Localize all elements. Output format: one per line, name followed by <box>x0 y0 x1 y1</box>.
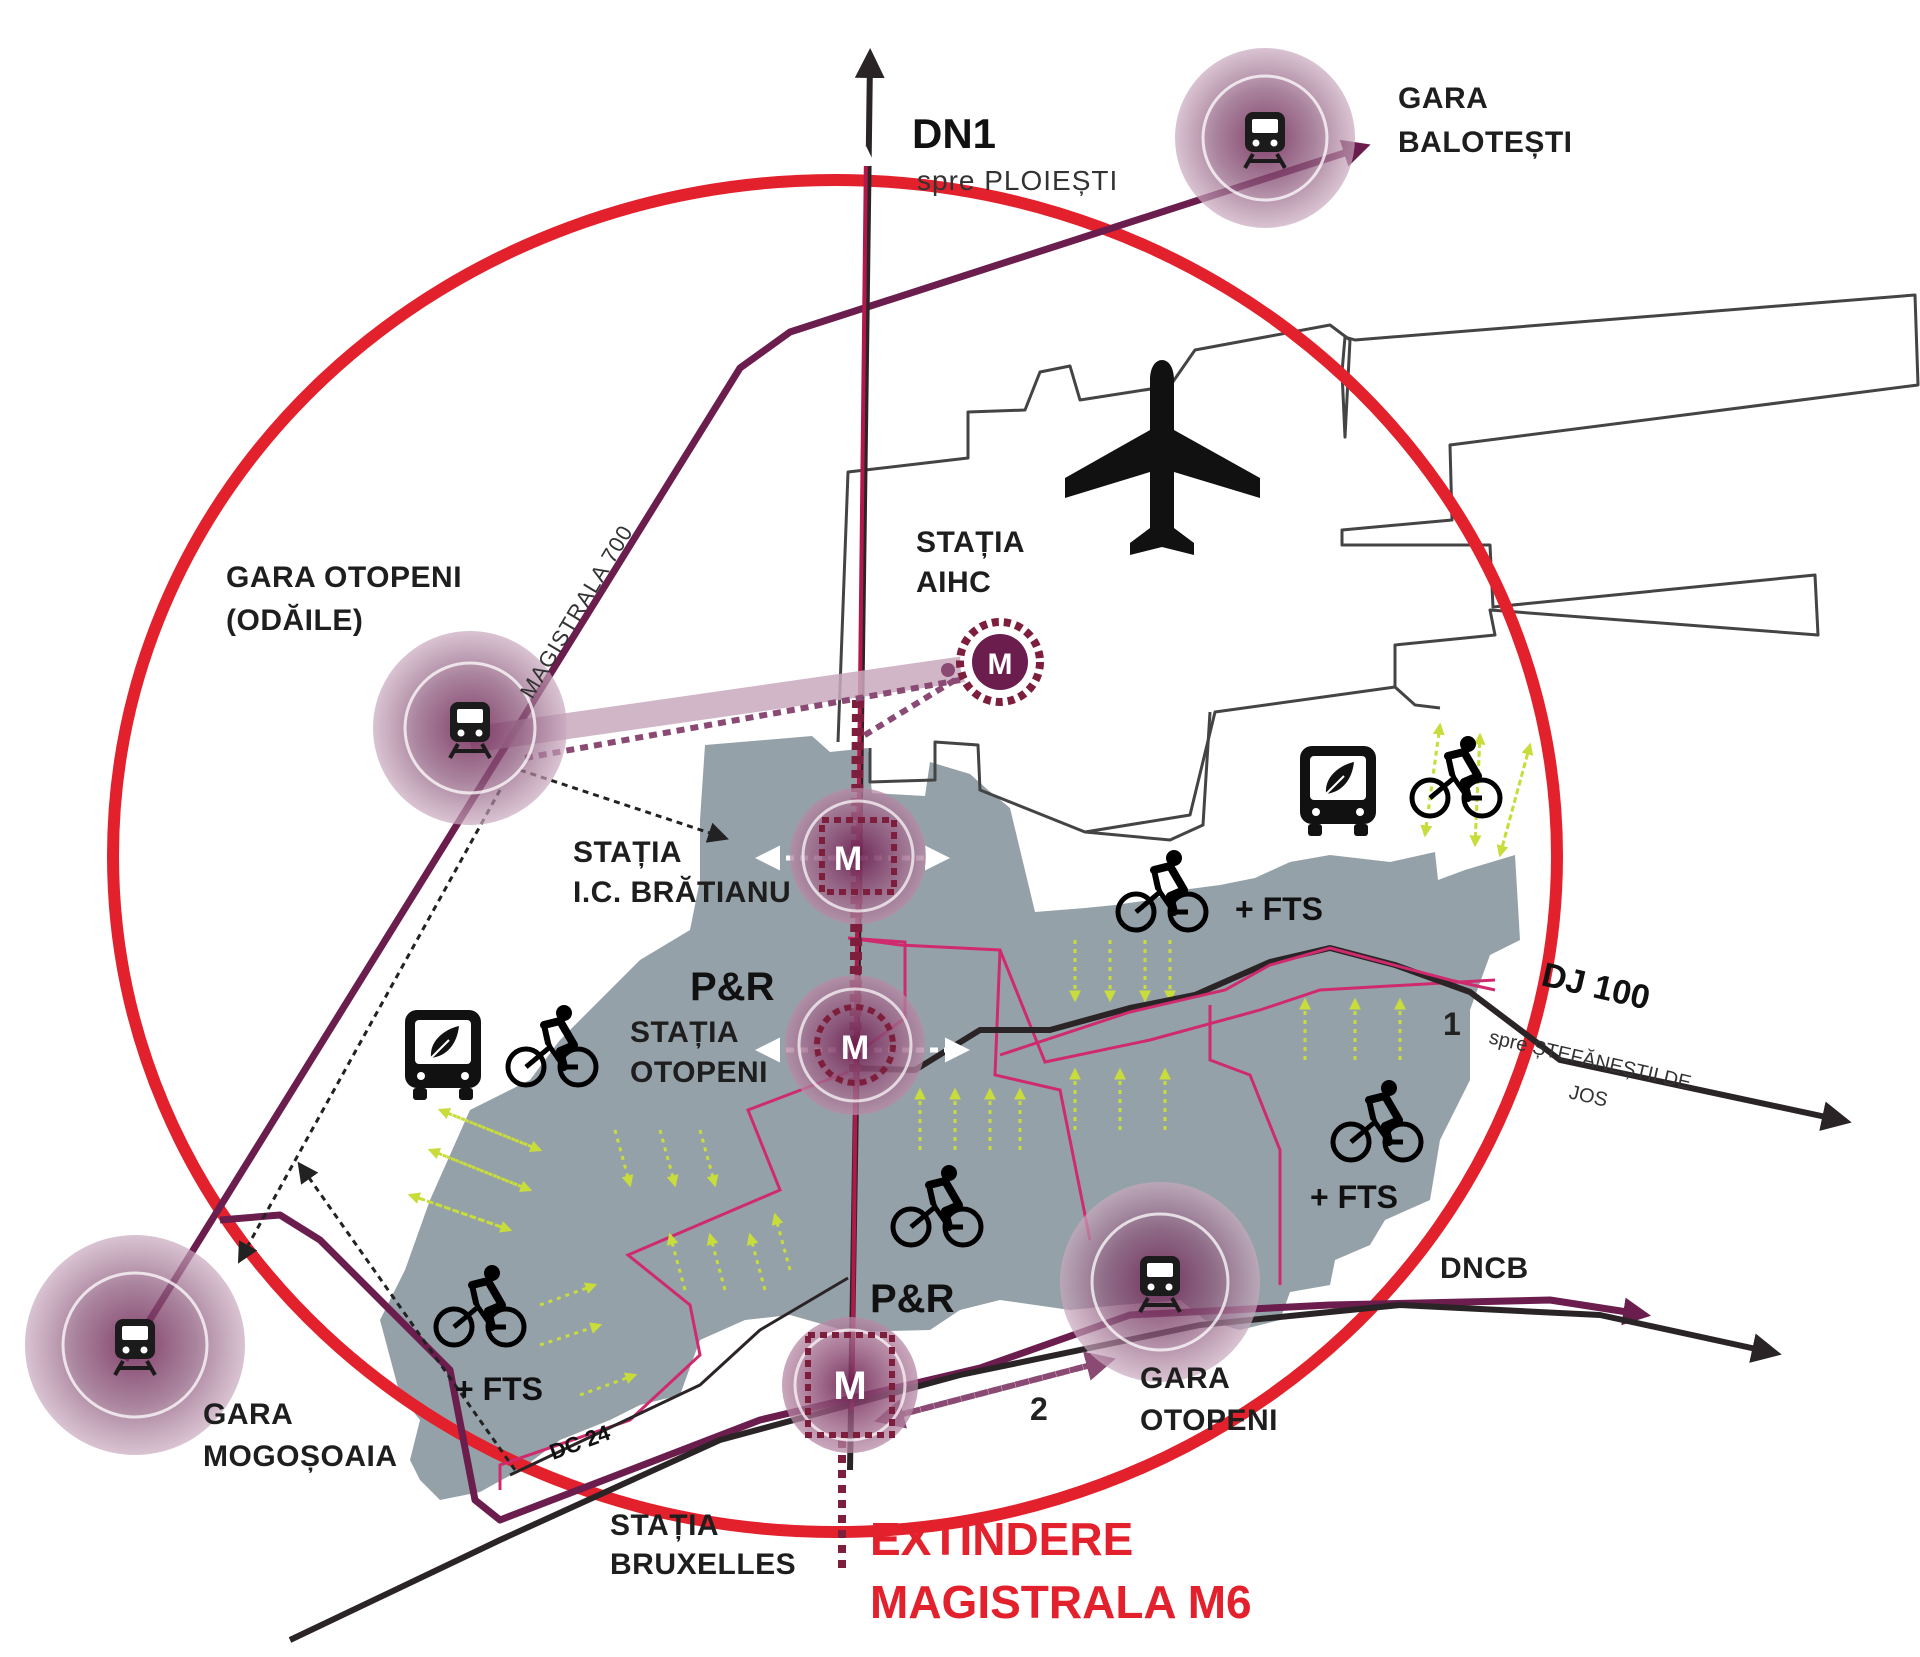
metro-station-otopeni[interactable]: M <box>785 975 925 1115</box>
fts-label-2: + FTS <box>1310 1179 1398 1215</box>
road-dncb <box>288 1302 1782 1643</box>
marker-two: 2 <box>1030 1391 1048 1427</box>
metro-icon: M <box>841 1029 869 1067</box>
station-label-mogosoaia-1: GARA <box>203 1398 293 1431</box>
metro-label-bruxelles-2: BRUXELLES <box>610 1548 796 1581</box>
station-label-balotesti-1: GARA <box>1398 82 1488 115</box>
metro-label-bruxelles-1: STAȚIA <box>610 1509 719 1542</box>
metro-label-otopeni-1: STAȚIA <box>630 1016 739 1049</box>
fts-label-3: + FTS <box>455 1371 543 1407</box>
metro-station-aihc[interactable]: M <box>956 618 1044 706</box>
metro-icon: M <box>988 648 1013 681</box>
road-label-dn1-direction: spre PLOIEȘTI <box>917 165 1118 196</box>
bus-icon <box>1299 745 1377 837</box>
train-station-otopeni[interactable] <box>1060 1182 1260 1382</box>
road-label-dj100: DJ 100 <box>1538 956 1653 1018</box>
road-label-dn1: DN1 <box>912 110 996 157</box>
rail-lines <box>122 139 1652 1524</box>
local-connector-line <box>999 946 1496 1057</box>
metro-label-bratianu-1: STAȚIA <box>573 836 682 869</box>
road-dj100 <box>849 945 1852 1131</box>
extension-label-1: EXTINDERE <box>870 1513 1133 1565</box>
train-icon <box>1138 1254 1182 1314</box>
station-label-otopeni-odaile-2: (ODĂILE) <box>226 603 363 637</box>
metro-icon: M <box>833 1364 866 1408</box>
road-label-dj100-direction-2: JOS <box>1567 1081 1610 1111</box>
metro-station-bratianu[interactable]: M <box>790 788 926 924</box>
metro-icon: M <box>834 840 862 878</box>
pedestrian-flow-arrows <box>407 722 1534 1397</box>
train-station-otopeni-odaile[interactable] <box>373 631 567 825</box>
station-label-otopeni-1: GARA <box>1140 1362 1230 1395</box>
train-station-mogosoaia[interactable] <box>25 1235 245 1455</box>
station-label-mogosoaia-2: MOGOȘOAIA <box>203 1440 398 1473</box>
airplane-icon <box>1065 360 1260 555</box>
otopeni-district-area <box>380 736 1520 1500</box>
train-icon <box>113 1317 157 1377</box>
metro-label-aihc-2: AIHC <box>916 566 991 599</box>
rail-line-dncb <box>219 1211 1652 1524</box>
bus-icon <box>404 1009 482 1101</box>
station-label-balotesti-2: BALOTEȘTI <box>1398 126 1573 159</box>
road-label-dncb: DNCB <box>1440 1252 1529 1285</box>
rail-line-magistrala-700 <box>122 139 1371 1362</box>
metro-label-otopeni-2: OTOPENI <box>630 1056 768 1089</box>
train-icon <box>1243 110 1287 170</box>
airport-terminal-lower-outline <box>1084 685 1441 842</box>
fts-label-1: + FTS <box>1235 891 1323 927</box>
road-dc24 <box>509 1276 849 1477</box>
metro-label-bratianu-2: I.C. BRĂTIANU <box>573 875 791 909</box>
marker-one: 1 <box>1443 1006 1461 1042</box>
bicycle-icon <box>1412 736 1500 816</box>
station-label-otopeni-2: OTOPENI <box>1140 1404 1278 1437</box>
metro-station-bruxelles[interactable]: M <box>782 1317 918 1453</box>
catchment-ring <box>107 174 1563 1538</box>
park-and-ride-label-2: P&R <box>870 1277 955 1321</box>
metro-line-m6 <box>850 146 876 1411</box>
station-label-otopeni-odaile-1: GARA OTOPENI <box>226 561 462 594</box>
metro-label-aihc-1: STAȚIA <box>916 526 1025 559</box>
rail-label-magistrala-700: MAGISTRALA 700 <box>515 520 638 702</box>
train-icon <box>448 700 492 760</box>
airport-terminal-outline <box>836 293 1920 834</box>
park-and-ride-label-1: P&R <box>690 965 775 1009</box>
zone-outlines <box>498 936 1496 1490</box>
train-station-balotesti[interactable] <box>1175 48 1355 228</box>
extension-label-2: MAGISTRALA M6 <box>870 1576 1252 1628</box>
